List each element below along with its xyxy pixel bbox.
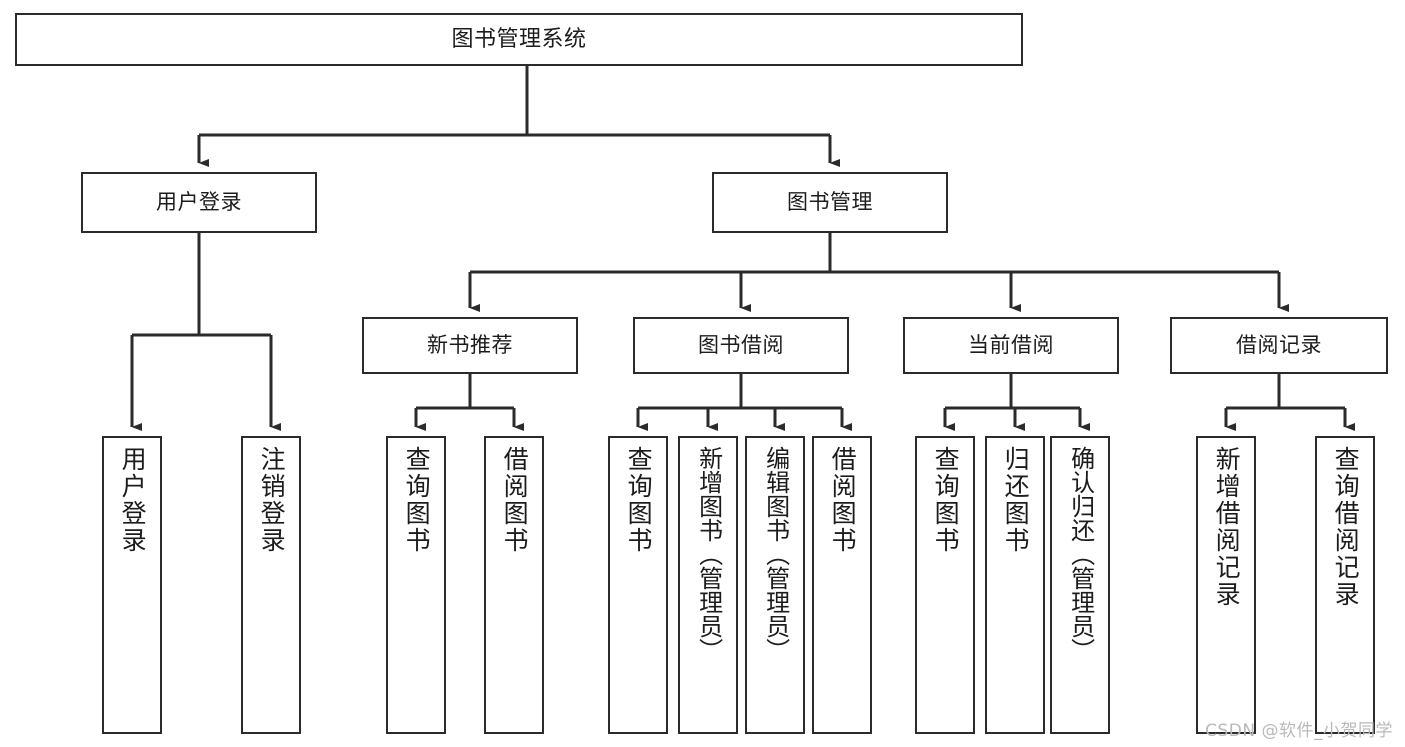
node-leaf-confirm-return[interactable]: 确认归还（管理员）: [1050, 436, 1110, 734]
node-leaf-query-book-2-label: 查询图书: [624, 446, 654, 554]
node-book-borrowing[interactable]: 图书借阅: [633, 317, 849, 374]
node-leaf-borrow-book-2-label: 借阅图书: [828, 446, 858, 554]
node-leaf-user-login-label: 用户登录: [118, 446, 148, 554]
node-current-borrowing-label: 当前借阅: [968, 333, 1054, 358]
node-leaf-edit-book-label: 编辑图书（管理员）: [761, 446, 790, 662]
node-leaf-query-book-3-label: 查询图书: [931, 446, 961, 554]
node-leaf-return-book-label: 归还图书: [1001, 446, 1031, 554]
node-leaf-logout[interactable]: 注销登录: [241, 436, 301, 734]
node-book-management-label: 图书管理: [787, 190, 873, 215]
node-leaf-add-record[interactable]: 新增借阅记录: [1196, 436, 1256, 734]
node-leaf-borrow-book-1[interactable]: 借阅图书: [484, 436, 544, 734]
node-root-system[interactable]: 图书管理系统: [15, 13, 1023, 66]
node-leaf-query-record-label: 查询借阅记录: [1331, 446, 1361, 608]
node-leaf-query-book-3[interactable]: 查询图书: [915, 436, 975, 734]
node-leaf-edit-book[interactable]: 编辑图书（管理员）: [745, 436, 805, 734]
node-user-login[interactable]: 用户登录: [81, 172, 317, 233]
node-leaf-add-book-label: 新增图书（管理员）: [694, 446, 723, 662]
node-user-login-label: 用户登录: [156, 190, 242, 215]
node-new-book-recommendation[interactable]: 新书推荐: [362, 317, 578, 374]
node-leaf-query-record[interactable]: 查询借阅记录: [1315, 436, 1375, 734]
node-leaf-add-book[interactable]: 新增图书（管理员）: [678, 436, 738, 734]
node-leaf-user-login[interactable]: 用户登录: [102, 436, 162, 734]
node-leaf-return-book[interactable]: 归还图书: [985, 436, 1045, 734]
node-book-borrowing-label: 图书借阅: [698, 333, 784, 358]
node-borrowing-record-label: 借阅记录: [1236, 333, 1322, 358]
node-leaf-query-book-1-label: 查询图书: [402, 446, 432, 554]
node-current-borrowing[interactable]: 当前借阅: [903, 317, 1119, 374]
node-leaf-logout-label: 注销登录: [257, 446, 287, 554]
node-leaf-query-book-2[interactable]: 查询图书: [608, 436, 668, 734]
node-new-book-recommendation-label: 新书推荐: [427, 333, 513, 358]
node-leaf-confirm-return-label: 确认归还（管理员）: [1066, 446, 1095, 662]
node-leaf-borrow-book-2[interactable]: 借阅图书: [812, 436, 872, 734]
node-borrowing-record[interactable]: 借阅记录: [1170, 317, 1388, 374]
node-leaf-query-book-1[interactable]: 查询图书: [386, 436, 446, 734]
node-book-management[interactable]: 图书管理: [712, 172, 948, 233]
csdn-watermark: CSDN @软件_小贺同学: [1205, 721, 1393, 741]
node-root-system-label: 图书管理系统: [451, 26, 587, 52]
node-leaf-borrow-book-1-label: 借阅图书: [500, 446, 530, 554]
node-leaf-add-record-label: 新增借阅记录: [1212, 446, 1242, 608]
